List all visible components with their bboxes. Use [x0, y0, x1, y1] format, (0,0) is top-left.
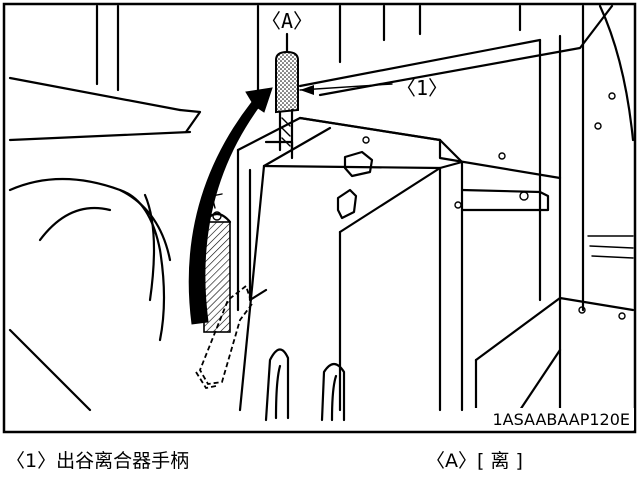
- caption-lever-name: 〈1〉出谷离合器手柄: [6, 450, 190, 472]
- caption-position-label: 〈A〉[ 离 ]: [426, 450, 523, 472]
- machine-drawing: [8, 4, 635, 422]
- callout-1: 〈1〉: [396, 76, 448, 100]
- callout-a: 〈A〉: [261, 9, 313, 33]
- image-code: 1ASAABAAP120E: [492, 410, 630, 429]
- figure-frame: [2, 2, 637, 434]
